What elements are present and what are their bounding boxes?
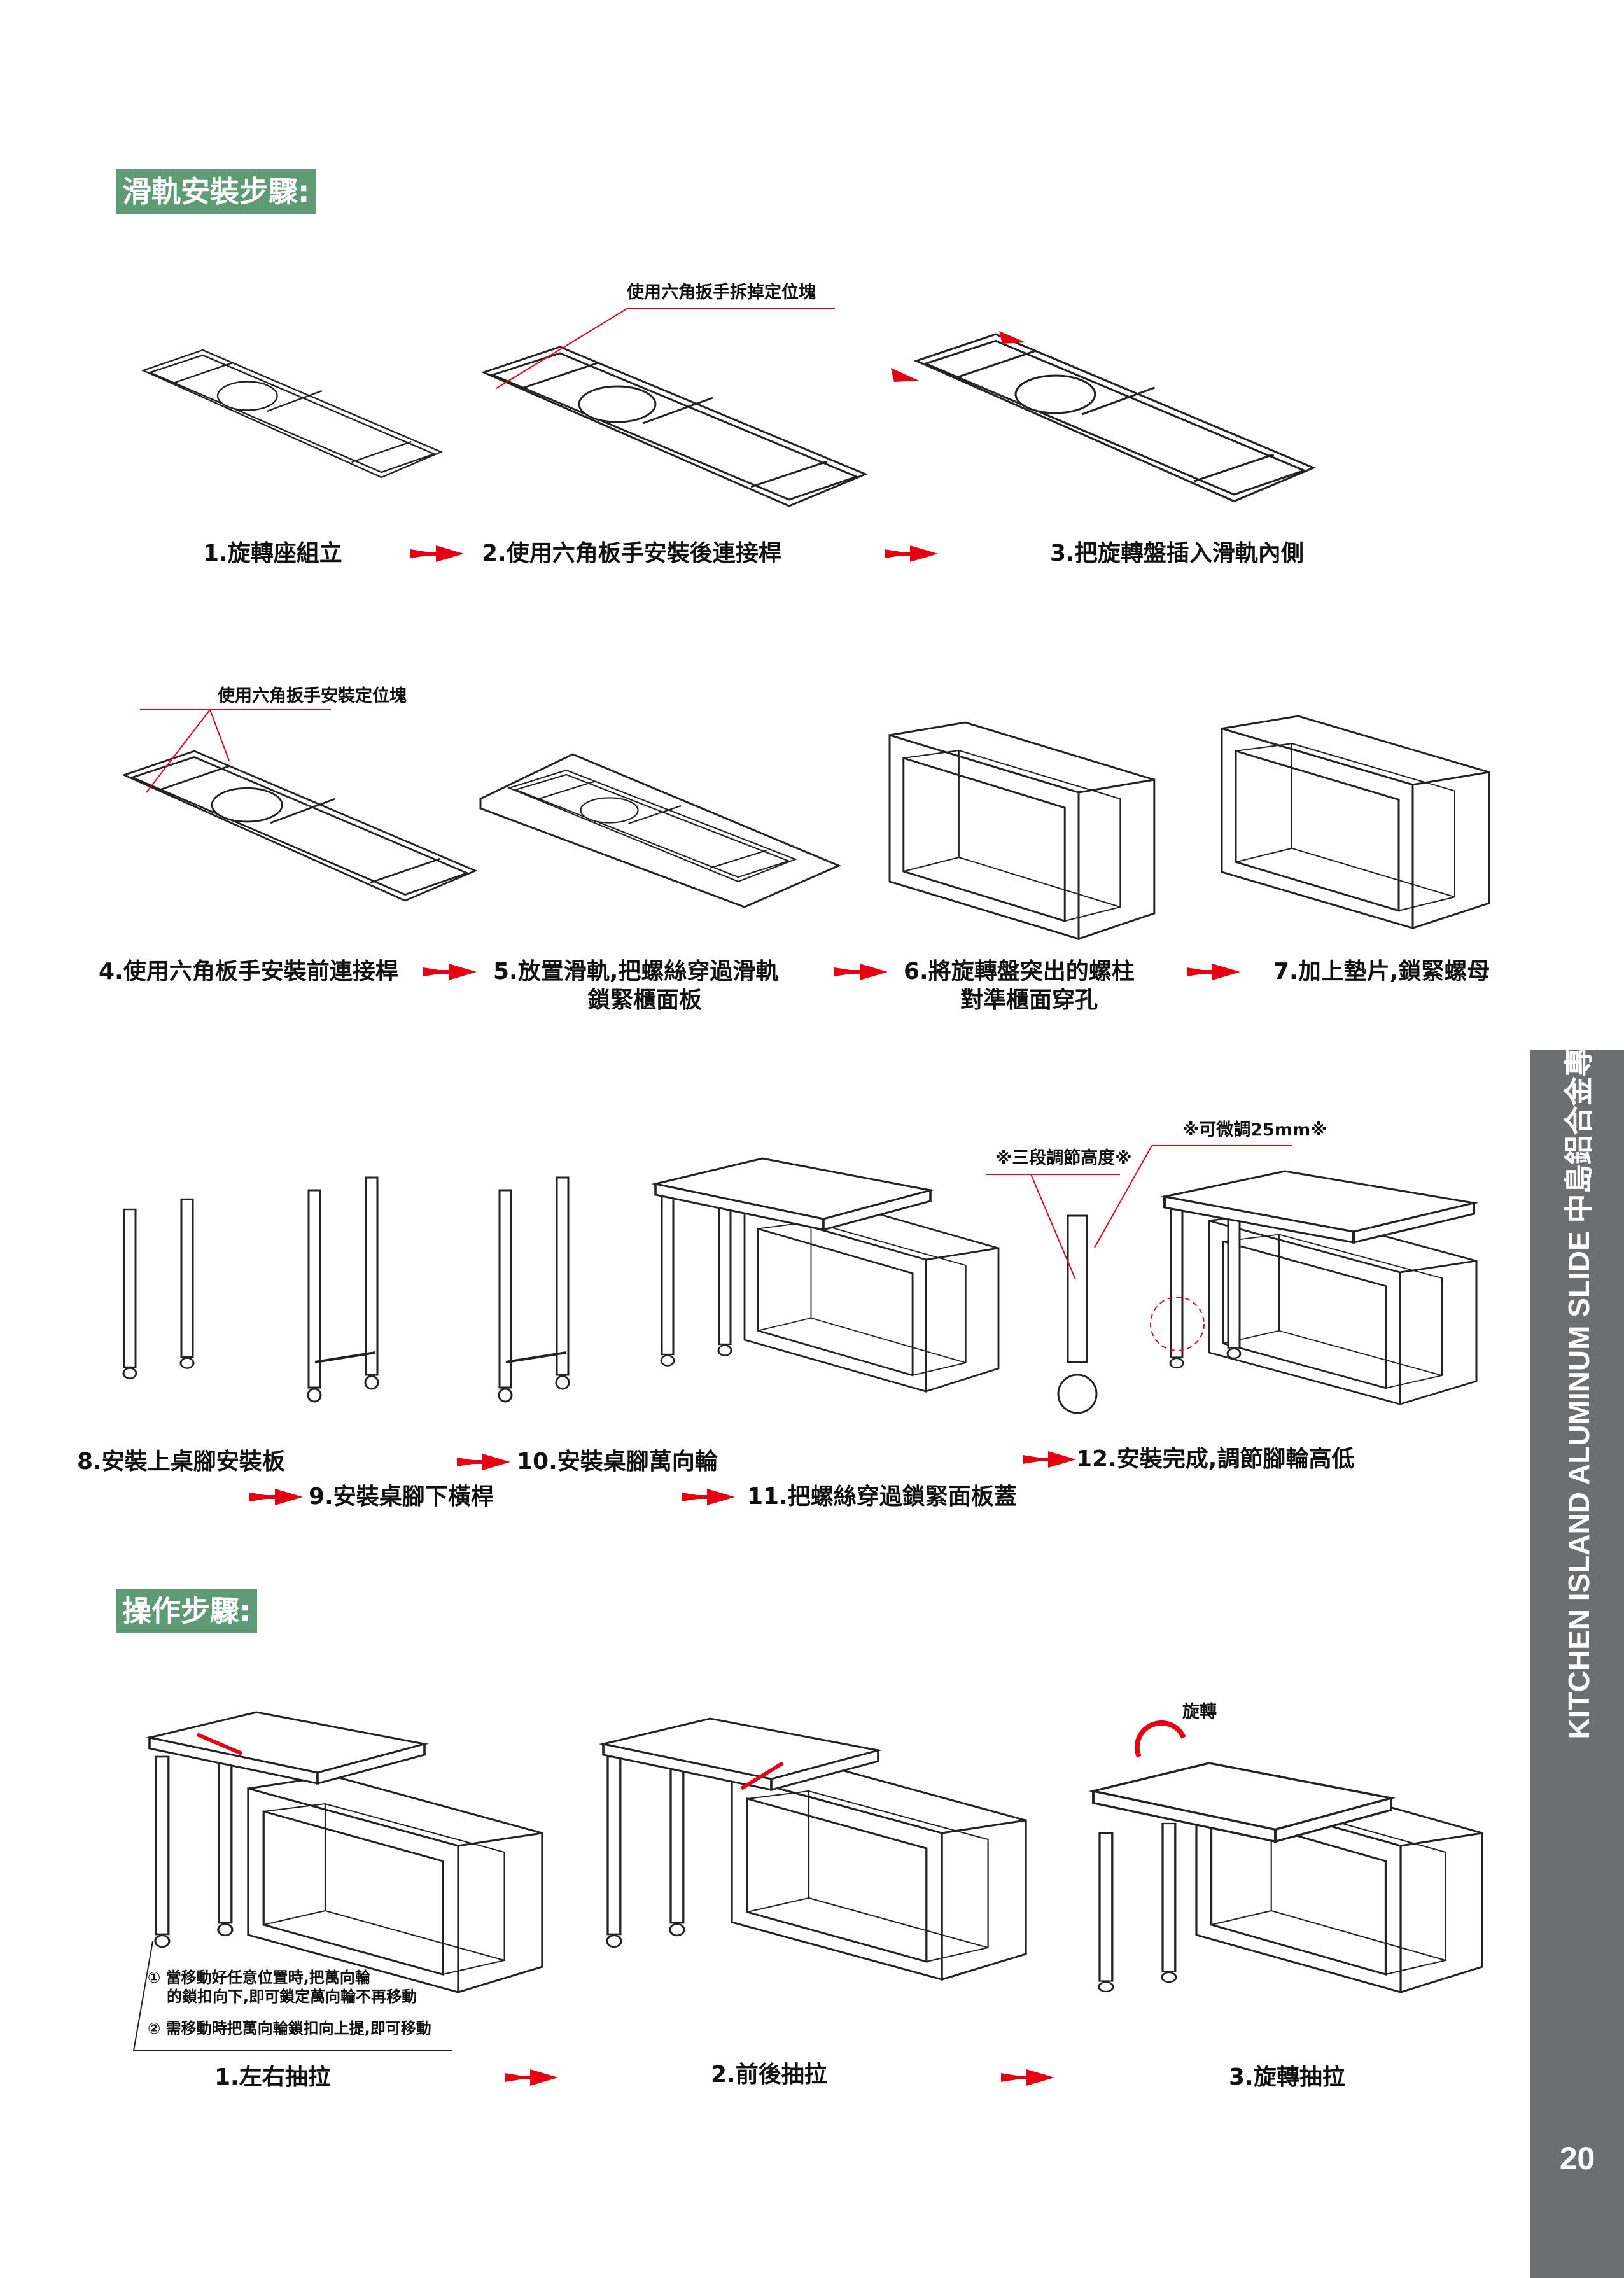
step9-leg-drawing [307,1176,379,1403]
step8-leg-drawing [122,1198,195,1380]
arrow-icon [249,1489,303,1505]
annotation-three-stage: ※三段調節高度※ [995,1148,1132,1168]
arrow-icon [457,1454,510,1470]
step-12-label: 12.安裝完成,調節腳輪高低 [1076,1446,1355,1472]
step3-rail-drawing [891,331,1315,503]
section-title-install: 滑軌安裝步驟: [116,169,316,214]
step2-rail-drawing [482,346,867,507]
step-8-label: 8.安裝上桌腳安裝板 [77,1449,285,1475]
operate-2-label: 2.前後抽拉 [711,2062,827,2088]
operate3-table-drawing [1092,1720,1484,1993]
arrow-icon [834,964,888,980]
step-5-label: 5.放置滑軌,把螺絲穿過滑軌 [493,959,779,985]
step6-cabinet-drawing [888,721,1156,940]
operate-1-label: 1.左右抽拉 [214,2064,331,2090]
operate-3-label: 3.旋轉抽拉 [1229,2064,1345,2090]
annotation-fine-adjust: ※可微調25mm※ [1182,1120,1327,1140]
annotation-remove-block: 使用六角扳手拆掉定位塊 [627,283,816,302]
arrow-icon [1023,1451,1076,1468]
arrow-icon [1187,964,1240,980]
step10-leg-drawing [498,1176,570,1403]
annotation-rotate: 旋轉 [1182,1702,1217,1722]
step12-table-drawing [1057,1171,1478,1414]
step-4-label: 4.使用六角板手安裝前連接桿 [99,959,398,985]
arrow-icon [505,2069,558,2086]
section-title-operate: 操作步驟: [116,1589,258,1633]
step5-tray-drawing [479,753,841,908]
operate2-table-drawing [602,1717,1027,1981]
caster-note-1: ① 當移動好任意位置時,把萬向輪 [148,1969,370,1986]
caster-note-1-line2: 的鎖扣向下,即可鎖定萬向輪不再移動 [167,1988,417,2006]
step-1-label: 1.旋轉座組立 [203,540,342,566]
step-5-label-line2: 鎖緊櫃面板 [587,987,703,1013]
arrow-icon [410,545,464,562]
caster-note-2: ② 需移動時把萬向輪鎖扣向上提,即可移動 [148,2020,431,2037]
arrow-icon [423,964,477,980]
step-7-label: 7.加上墊片,鎖緊螺母 [1273,959,1490,985]
operate1-table-drawing [148,1711,543,1993]
step11-table-drawing [654,1157,1000,1393]
annotation-install-block: 使用六角扳手安裝定位塊 [218,686,407,706]
step-11-label: 11.把螺絲穿過鎖緊面板蓋 [747,1484,1017,1510]
step-9-label: 9.安裝桌腳下橫桿 [309,1484,494,1510]
page-number: 20 [1559,2141,1595,2176]
arrow-icon [682,1489,735,1505]
step-6-label: 6.將旋轉盤突出的螺柱 [904,959,1135,985]
step7-cabinet-drawing [1221,715,1490,929]
side-banner: KITCHEN ISLAND ALUMINUM SLIDE 中島鋁合金專用滑軌 … [1530,960,1624,2278]
step-10-label: 10.安裝桌腳萬向輪 [517,1449,718,1475]
step4-rail-drawing [123,750,477,902]
arrow-icon [885,545,938,562]
step-3-label: 3.把旋轉盤插入滑軌內側 [1050,540,1304,566]
arrow-icon [1001,2069,1054,2086]
side-banner-title: KITCHEN ISLAND ALUMINUM SLIDE 中島鋁合金專用滑軌 [1562,959,1595,1740]
step1-swivel-base-drawing [142,349,442,479]
step-6-label-line2: 對準櫃面穿孔 [960,987,1098,1013]
step-2-label: 2.使用六角板手安裝後連接桿 [482,540,781,566]
